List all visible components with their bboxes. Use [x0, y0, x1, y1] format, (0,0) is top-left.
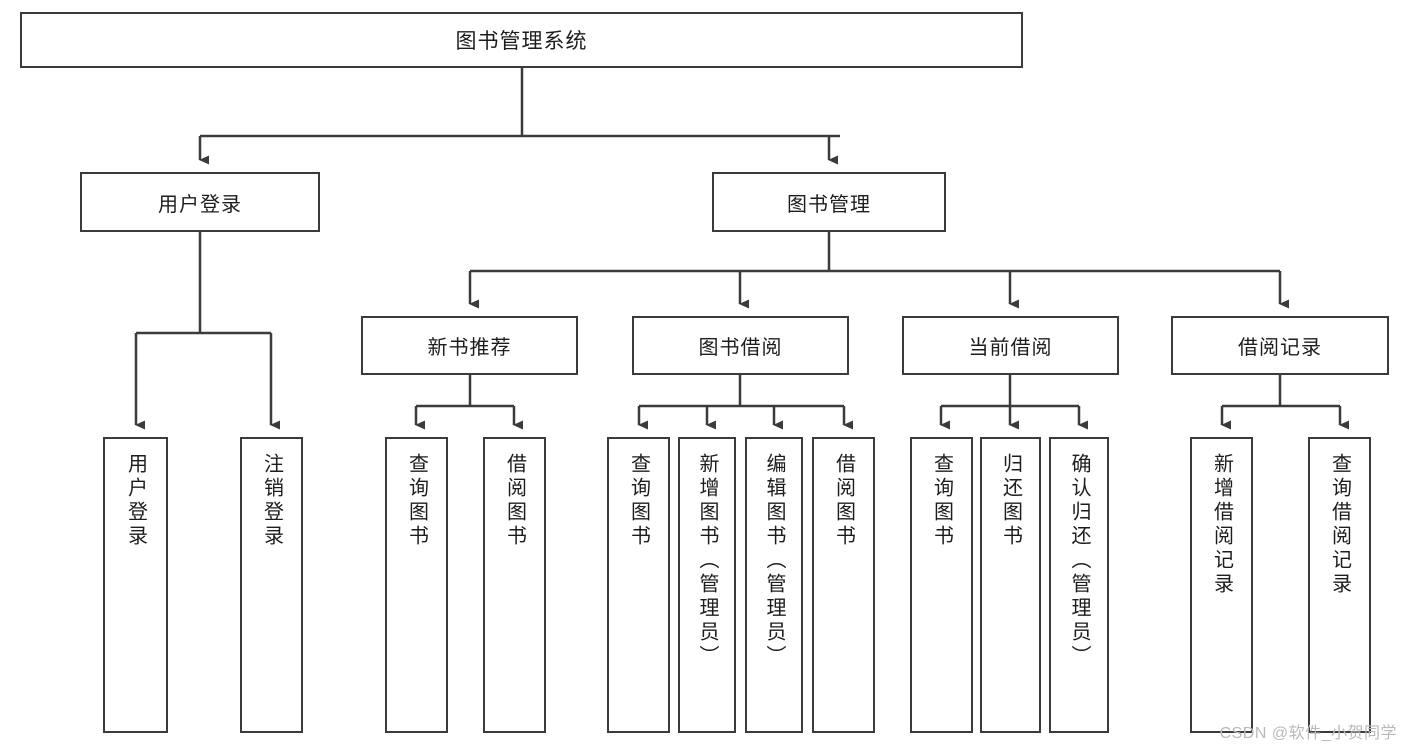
node-label: 查询图书 [930, 453, 953, 549]
node-label: 图书管理 [787, 193, 871, 216]
node-label: 编辑图书（管理员） [763, 453, 785, 669]
node-label: 新增图书（管理员） [696, 453, 718, 669]
node-label: 借阅记录 [1238, 337, 1322, 359]
node-label: 图书管理系统 [455, 30, 588, 53]
leaf-book-borrow-add-book-admin[interactable]: 新增图书（管理员） [678, 437, 736, 733]
leaf-current-borrow-confirm-return-admin[interactable]: 确认归还（管理员） [1049, 437, 1109, 733]
node-label: 当前借阅 [968, 337, 1053, 359]
node-label: 注销登录 [260, 453, 283, 549]
node-book-management[interactable]: 图书管理 [712, 172, 946, 232]
node-label: 借阅图书 [503, 453, 526, 549]
leaf-new-book-query-book[interactable]: 查询图书 [385, 437, 448, 733]
node-current-borrow[interactable]: 当前借阅 [902, 316, 1119, 375]
node-book-borrow[interactable]: 图书借阅 [632, 316, 849, 375]
node-root-system[interactable]: 图书管理系统 [20, 12, 1023, 68]
node-label: 新增借阅记录 [1210, 453, 1233, 597]
node-label: 查询借阅记录 [1328, 453, 1351, 597]
node-borrow-record[interactable]: 借阅记录 [1171, 316, 1389, 375]
leaf-user-login-logout[interactable]: 注销登录 [240, 437, 303, 733]
node-label: 借阅图书 [832, 453, 855, 549]
node-label: 用户登录 [124, 453, 147, 549]
leaf-book-borrow-borrow-book[interactable]: 借阅图书 [812, 437, 875, 733]
leaf-current-borrow-query-book[interactable]: 查询图书 [910, 437, 973, 733]
leaf-borrow-record-query-record[interactable]: 查询借阅记录 [1308, 437, 1371, 733]
node-label: 用户登录 [158, 193, 242, 216]
node-label: 新书推荐 [427, 337, 512, 359]
leaf-book-borrow-query-book[interactable]: 查询图书 [607, 437, 670, 733]
leaf-new-book-borrow-book[interactable]: 借阅图书 [483, 437, 546, 733]
leaf-book-borrow-edit-book-admin[interactable]: 编辑图书（管理员） [745, 437, 803, 733]
node-label: 图书借阅 [698, 337, 783, 359]
node-label: 确认归还（管理员） [1068, 453, 1090, 669]
node-label: 归还图书 [999, 453, 1022, 549]
node-label: 查询图书 [627, 453, 650, 549]
leaf-user-login-login[interactable]: 用户登录 [103, 437, 168, 733]
leaf-borrow-record-add-record[interactable]: 新增借阅记录 [1190, 437, 1253, 733]
node-label: 查询图书 [405, 453, 428, 549]
leaf-current-borrow-return-book[interactable]: 归还图书 [980, 437, 1041, 733]
node-user-login[interactable]: 用户登录 [80, 172, 320, 232]
node-new-book-recommend[interactable]: 新书推荐 [361, 316, 578, 375]
csdn-watermark: CSDN @软件_小贺同学 [1219, 725, 1397, 742]
